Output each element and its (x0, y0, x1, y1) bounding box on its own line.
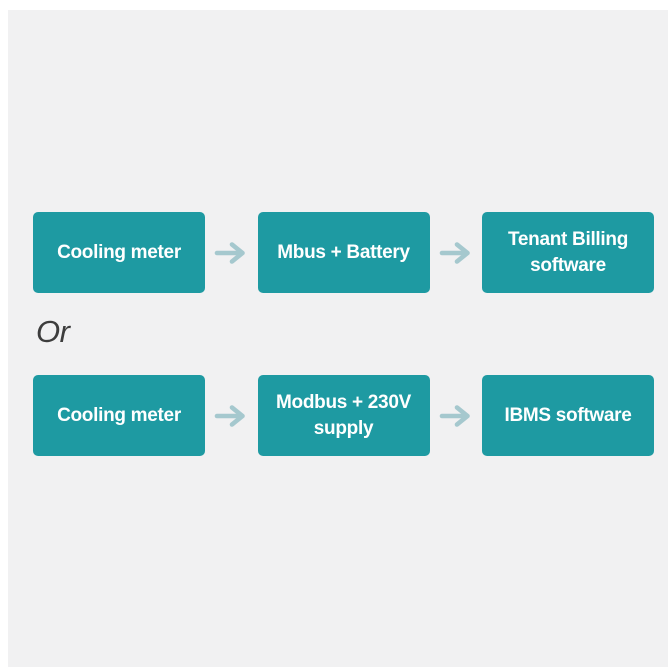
flow-row-mbus-battery: Cooling meter Mbus + Battery Tenant Bill… (33, 212, 654, 293)
flow-box-label: Mbus + Battery (277, 241, 410, 263)
right-arrow-icon (439, 404, 470, 427)
flow-box-tenant-billing-software: Tenant Billing software (482, 212, 654, 293)
flow-box-label: Cooling meter (57, 404, 181, 426)
flow-box-modbus-230v-supply: Modbus + 230V supply (257, 375, 430, 456)
flow-box-cooling-meter: Cooling meter (33, 375, 205, 456)
flow-box-label: Modbus + 230V supply (276, 391, 411, 439)
flow-box-label: Tenant Billing software (508, 228, 628, 276)
diagram-canvas: Cooling meter Mbus + Battery Tenant Bill… (8, 10, 668, 667)
flow-box-cooling-meter: Cooling meter (33, 212, 205, 293)
flow-box-label: IBMS software (504, 404, 632, 426)
right-arrow-icon (214, 404, 246, 427)
flow-row-modbus-ibms: Cooling meter Modbus + 230V supply IBMS … (33, 375, 654, 456)
right-arrow-icon (214, 241, 246, 264)
or-divider-label: Or (36, 314, 70, 349)
flow-box-label: Cooling meter (57, 241, 181, 263)
flow-box-ibms-software: IBMS software (482, 375, 654, 456)
right-arrow-icon (439, 241, 470, 264)
flow-box-mbus-battery: Mbus + Battery (257, 212, 430, 293)
